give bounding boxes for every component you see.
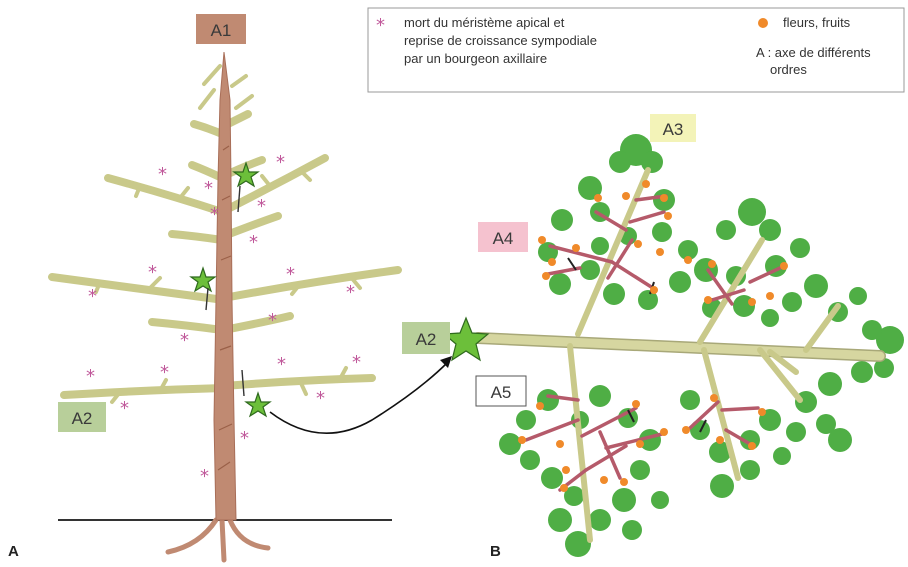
legend-axis-line1: A : axe de différents: [756, 45, 871, 60]
legend-axis-line2: ordres: [770, 62, 807, 77]
svg-text:*: *: [158, 164, 167, 185]
label-a2-right: A2: [416, 330, 437, 349]
label-a1: A1: [211, 21, 232, 40]
svg-text:*: *: [200, 466, 209, 487]
axis-a3-upper-3: [806, 306, 838, 350]
svg-text:*: *: [148, 262, 157, 283]
tree-roots: [168, 520, 268, 560]
svg-text:*: *: [316, 388, 325, 409]
svg-text:*: *: [240, 428, 249, 449]
legend-star-line1: mort du méristème apical et: [404, 15, 565, 30]
svg-text:*: *: [268, 310, 277, 331]
transfer-arrow-head: [440, 356, 452, 368]
branch-b-axes: [478, 170, 880, 540]
label-a4: A4: [493, 229, 514, 248]
legend-star-line2: reprise de croissance sympodiale: [404, 33, 597, 48]
svg-text:*: *: [277, 354, 286, 375]
svg-text:*: *: [180, 330, 189, 351]
label-a5: A5: [491, 383, 512, 402]
sympodial-star-icon: [246, 393, 270, 416]
legend-star-symbol: *: [376, 15, 385, 36]
svg-text:*: *: [257, 196, 266, 217]
legend-dot-label: fleurs, fruits: [783, 15, 851, 30]
panel-label-a: A: [8, 543, 19, 560]
svg-text:*: *: [249, 232, 258, 253]
branch-b: [444, 134, 904, 557]
svg-text:*: *: [286, 264, 295, 285]
leaf-cluster: [538, 134, 698, 310]
sympodial-star-icon: [191, 268, 215, 291]
svg-text:*: *: [352, 352, 361, 373]
sympodial-star-icon: [444, 318, 488, 360]
svg-text:*: *: [86, 366, 95, 387]
legend-fruit-dot: [758, 18, 768, 28]
svg-text:*: *: [346, 282, 355, 303]
axis-a3-lower-1: [570, 346, 590, 540]
label-a2-left: A2: [72, 409, 93, 428]
axis-a3-upper-2: [700, 240, 762, 342]
legend-star-line3: par un bourgeon axillaire: [404, 51, 547, 66]
legend: * mort du méristème apical et reprise de…: [368, 8, 904, 92]
svg-text:*: *: [160, 362, 169, 383]
panel-label-b: B: [490, 543, 501, 560]
svg-text:*: *: [276, 152, 285, 173]
tree-a: * * * * * * * * * * * * * * * * * * * *: [52, 52, 452, 560]
svg-text:*: *: [204, 178, 213, 199]
svg-text:*: *: [88, 286, 97, 307]
svg-text:*: *: [210, 204, 219, 225]
svg-text:*: *: [120, 398, 129, 419]
label-a3: A3: [663, 120, 684, 139]
